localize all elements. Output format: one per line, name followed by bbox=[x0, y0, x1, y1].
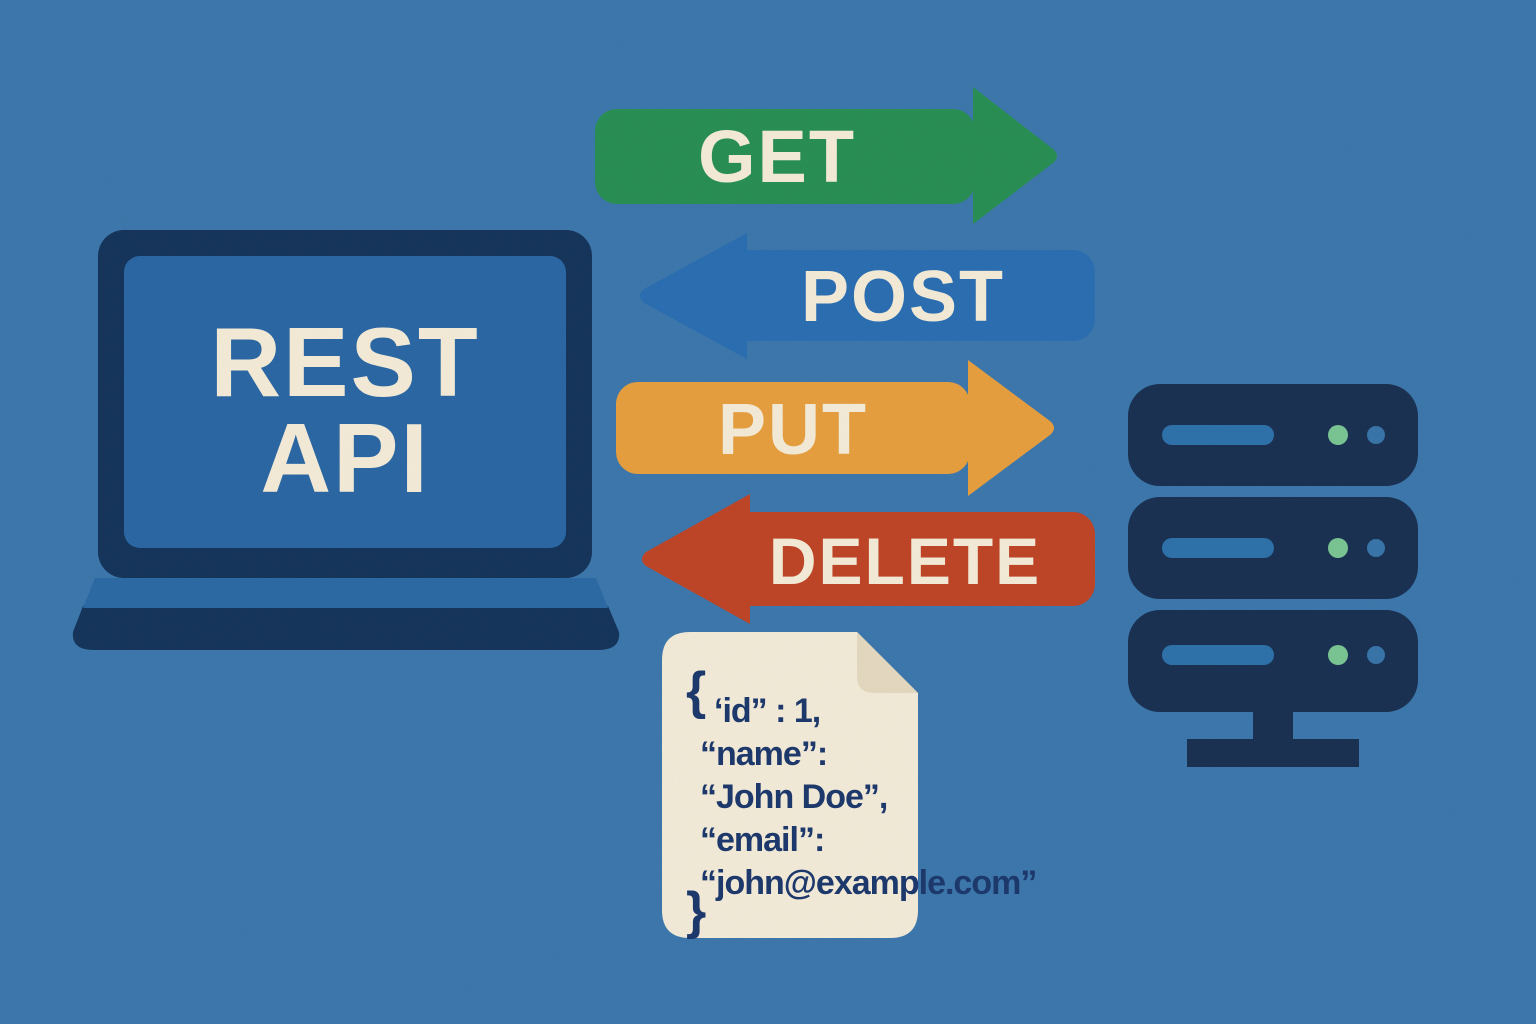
illustration-canvas: REST API GET POST PUT DELETE bbox=[0, 0, 1536, 1024]
rest-api-illustration: REST API GET POST PUT DELETE bbox=[0, 0, 1536, 1024]
grain-texture-overlay bbox=[0, 0, 1536, 1024]
